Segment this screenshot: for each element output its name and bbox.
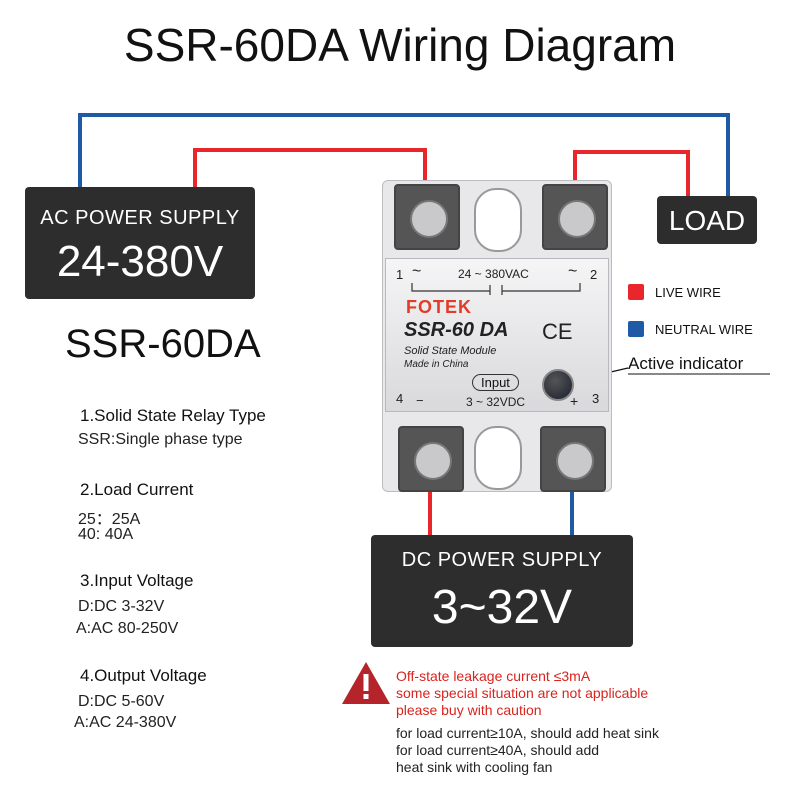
heat-sink-note: heat sink with cooling fan xyxy=(396,759,553,775)
neutral-wire-top xyxy=(78,113,730,196)
mounting-hole-bottom xyxy=(474,426,522,490)
load-box: LOAD xyxy=(657,196,757,244)
terminal-1 xyxy=(394,184,460,250)
active-indicator-label: Active indicator xyxy=(628,354,744,373)
screw-icon xyxy=(558,200,596,238)
active-indicator-led xyxy=(542,369,574,401)
spec-line: A:AC 80-250V xyxy=(76,620,179,637)
ac-tilde-right: ~ xyxy=(568,263,578,280)
page-title: SSR-60DA Wiring Diagram xyxy=(123,19,677,71)
live-wire-swatch xyxy=(628,284,644,300)
terminal-3-number: 3 xyxy=(592,391,600,406)
ac-supply-label: AC POWER SUPPLY xyxy=(40,207,240,229)
terminal-1-number: 1 xyxy=(396,267,404,282)
ssr-relay-module: 1 ~ 24 ~ 380VAC ~ 2 FOTEK SSR-60 DA CE S… xyxy=(382,180,612,492)
model-name: SSR-60DA xyxy=(65,322,261,366)
terminal-2-number: 2 xyxy=(590,267,598,282)
relay-model: SSR-60 DA xyxy=(404,319,509,341)
warning-red-line: please buy with caution xyxy=(396,702,542,718)
ac-supply-value: 24-380V xyxy=(56,237,224,286)
legend-live-label: LIVE WIRE xyxy=(655,285,721,300)
ac-tilde-left: ~ xyxy=(412,263,422,280)
spec-line: D:DC 3-32V xyxy=(78,598,165,615)
spec-heading-2: 2.Load Current xyxy=(80,480,194,499)
spec-line: D:DC 5-60V xyxy=(78,693,165,710)
plus-sign: + xyxy=(570,393,579,409)
heat-sink-note: for load current≥40A, should add xyxy=(396,742,600,758)
screw-icon xyxy=(414,442,452,480)
ac-circuit-line xyxy=(411,283,581,295)
heat-sink-note: for load current≥10A, should add heat si… xyxy=(396,725,659,741)
terminal-2 xyxy=(542,184,608,250)
ac-rating: 24 ~ 380VAC xyxy=(458,267,529,281)
load-label: LOAD xyxy=(668,205,746,236)
neutral-wire-swatch xyxy=(628,321,644,337)
dc-rating: 3 ~ 32VDC xyxy=(466,395,526,409)
warning-triangle-icon xyxy=(342,662,390,704)
brand-logo: FOTEK xyxy=(406,297,472,317)
warning-red-line: some special situation are not applicabl… xyxy=(396,685,649,701)
spec-line: SSR:Single phase type xyxy=(78,431,243,448)
spec-heading-1: 1.Solid State Relay Type xyxy=(80,406,266,425)
warning-red-line: Off-state leakage current ≤3mA xyxy=(396,668,591,684)
spec-line: A:AC 24-380V xyxy=(74,714,177,731)
dc-power-supply-box: DC POWER SUPPLY 3~32V xyxy=(371,535,633,647)
mounting-hole-top xyxy=(474,188,522,252)
relay-subtitle: Solid State Module xyxy=(404,345,497,357)
terminal-4-number: 4 xyxy=(396,391,404,406)
spec-line: 40: 40A xyxy=(78,526,134,543)
input-label: Input xyxy=(472,374,519,391)
dc-supply-label: DC POWER SUPPLY xyxy=(401,549,603,571)
spec-line: 25：25A xyxy=(78,511,141,528)
spec-heading-3: 3.Input Voltage xyxy=(80,571,194,590)
legend-neutral-label: NEUTRAL WIRE xyxy=(655,322,753,337)
relay-label-plate: 1 ~ 24 ~ 380VAC ~ 2 FOTEK SSR-60 DA CE S… xyxy=(385,258,609,412)
terminal-4 xyxy=(398,426,464,492)
screw-icon xyxy=(556,442,594,480)
ce-mark: CE xyxy=(542,319,573,344)
relay-origin: Made in China xyxy=(404,359,469,370)
ac-power-supply-box: AC POWER SUPPLY 24-380V xyxy=(25,187,255,299)
screw-icon xyxy=(410,200,448,238)
terminal-3 xyxy=(540,426,606,492)
dc-supply-value: 3~32V xyxy=(431,581,573,634)
minus-sign: − xyxy=(416,393,424,408)
spec-heading-4: 4.Output Voltage xyxy=(80,666,207,685)
